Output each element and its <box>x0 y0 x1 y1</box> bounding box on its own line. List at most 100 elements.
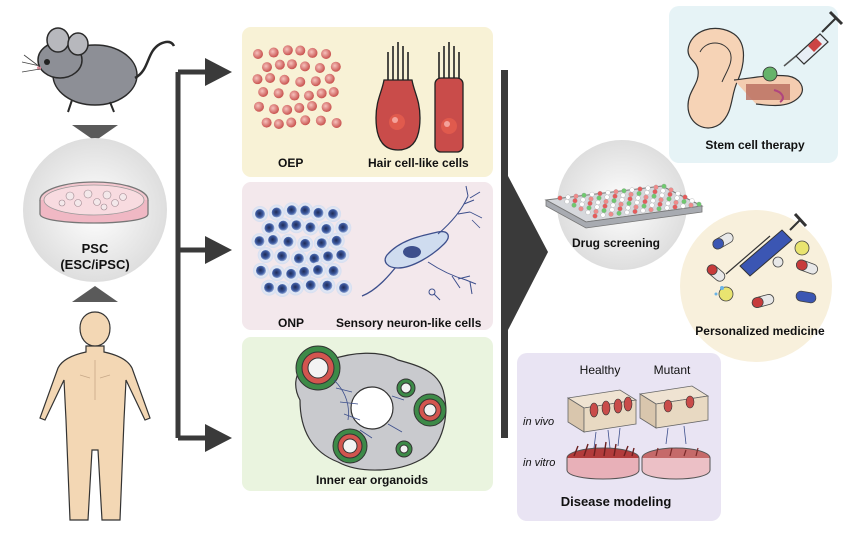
onp-cell <box>328 208 339 219</box>
onp-cell <box>299 266 310 277</box>
oep-label: OEP <box>278 156 304 170</box>
onp-cell <box>328 266 339 277</box>
oep-cell <box>321 102 332 113</box>
onp-cell <box>278 220 289 231</box>
well <box>610 202 616 208</box>
well <box>602 203 608 209</box>
well <box>596 195 602 201</box>
well <box>682 194 688 200</box>
onp-cell <box>313 207 324 218</box>
onp-cell <box>271 207 282 218</box>
mutant-label: Mutant <box>653 363 691 377</box>
well <box>637 186 643 192</box>
well <box>580 197 586 203</box>
well <box>648 207 654 213</box>
neural-panel-bg <box>242 182 493 330</box>
oep-cell <box>307 101 318 112</box>
oep-cell <box>258 87 269 98</box>
onp-cell <box>260 250 271 261</box>
oep-cell <box>295 76 306 87</box>
well <box>651 193 657 199</box>
pills-illustration <box>706 212 819 308</box>
well <box>650 198 656 204</box>
oep-cell <box>282 45 293 56</box>
oep-cell <box>303 90 314 101</box>
well <box>593 209 599 214</box>
oep-cell <box>273 118 284 129</box>
well <box>586 205 592 211</box>
dish-mutant-illustration <box>641 447 711 480</box>
well <box>645 185 651 191</box>
well <box>657 201 663 207</box>
well <box>640 208 646 214</box>
big-right-arrow <box>508 176 548 330</box>
onp-cell <box>321 223 332 234</box>
dish-healthy-illustration <box>566 441 640 480</box>
well <box>642 199 648 205</box>
well <box>624 209 630 215</box>
onp-cell <box>277 251 288 262</box>
well <box>689 198 695 204</box>
sensory-neuron-label: Sensory neuron-like cells <box>336 316 482 330</box>
stem-cell-therapy-label: Stem cell therapy <box>705 138 805 152</box>
well <box>620 192 626 198</box>
onp-cell <box>286 205 297 216</box>
collector-bar <box>501 70 508 438</box>
oep-cell <box>331 117 342 128</box>
onp-cell <box>283 236 294 247</box>
tissue-healthy-illustration <box>566 389 638 449</box>
well <box>634 200 640 205</box>
well <box>613 189 619 195</box>
well <box>696 201 702 207</box>
onp-cell <box>264 223 275 234</box>
well <box>608 211 614 217</box>
onp-cell <box>316 238 327 249</box>
oep-cell <box>268 104 279 115</box>
onp-cell <box>286 268 297 279</box>
oep-cell <box>265 73 276 84</box>
well <box>681 199 687 205</box>
well <box>680 203 686 209</box>
well <box>579 201 585 207</box>
oep-cell-cluster <box>252 45 342 129</box>
well <box>604 194 610 200</box>
onp-cell <box>255 265 266 276</box>
onp-cell-cluster <box>251 202 353 297</box>
oep-cell <box>316 88 327 99</box>
well <box>644 190 650 196</box>
well <box>658 197 664 203</box>
well <box>594 204 600 210</box>
oep-cell <box>300 61 311 72</box>
well <box>617 206 623 212</box>
oep-cell <box>268 47 279 58</box>
onp-cell <box>323 251 334 262</box>
onp-cell <box>305 280 316 291</box>
sensory-neuron-illustration <box>361 185 483 301</box>
well <box>572 198 578 204</box>
onp-cell <box>271 268 282 279</box>
oep-cell <box>286 117 297 128</box>
onp-cell <box>309 253 320 264</box>
well <box>665 200 671 206</box>
in-vivo-label: in vivo <box>523 416 555 428</box>
well-plate-illustration <box>544 183 704 229</box>
well <box>659 192 665 198</box>
onp-label: ONP <box>278 316 305 330</box>
well <box>616 210 622 216</box>
onp-cell <box>322 280 333 291</box>
psc-types-label: (ESC/iPSC) <box>60 257 130 272</box>
onp-cell <box>255 209 265 219</box>
well <box>605 190 611 196</box>
well <box>565 194 571 200</box>
well <box>601 208 607 214</box>
well <box>571 202 577 208</box>
well <box>628 191 634 197</box>
organoid-label: Inner ear organoids <box>315 473 429 487</box>
disease-modeling-label: Disease modeling <box>560 494 672 509</box>
onp-cell <box>338 222 349 233</box>
well <box>666 196 672 202</box>
well <box>589 191 595 197</box>
onp-cell <box>268 235 279 246</box>
oep-cell <box>253 49 263 59</box>
oep-cell <box>261 117 272 128</box>
